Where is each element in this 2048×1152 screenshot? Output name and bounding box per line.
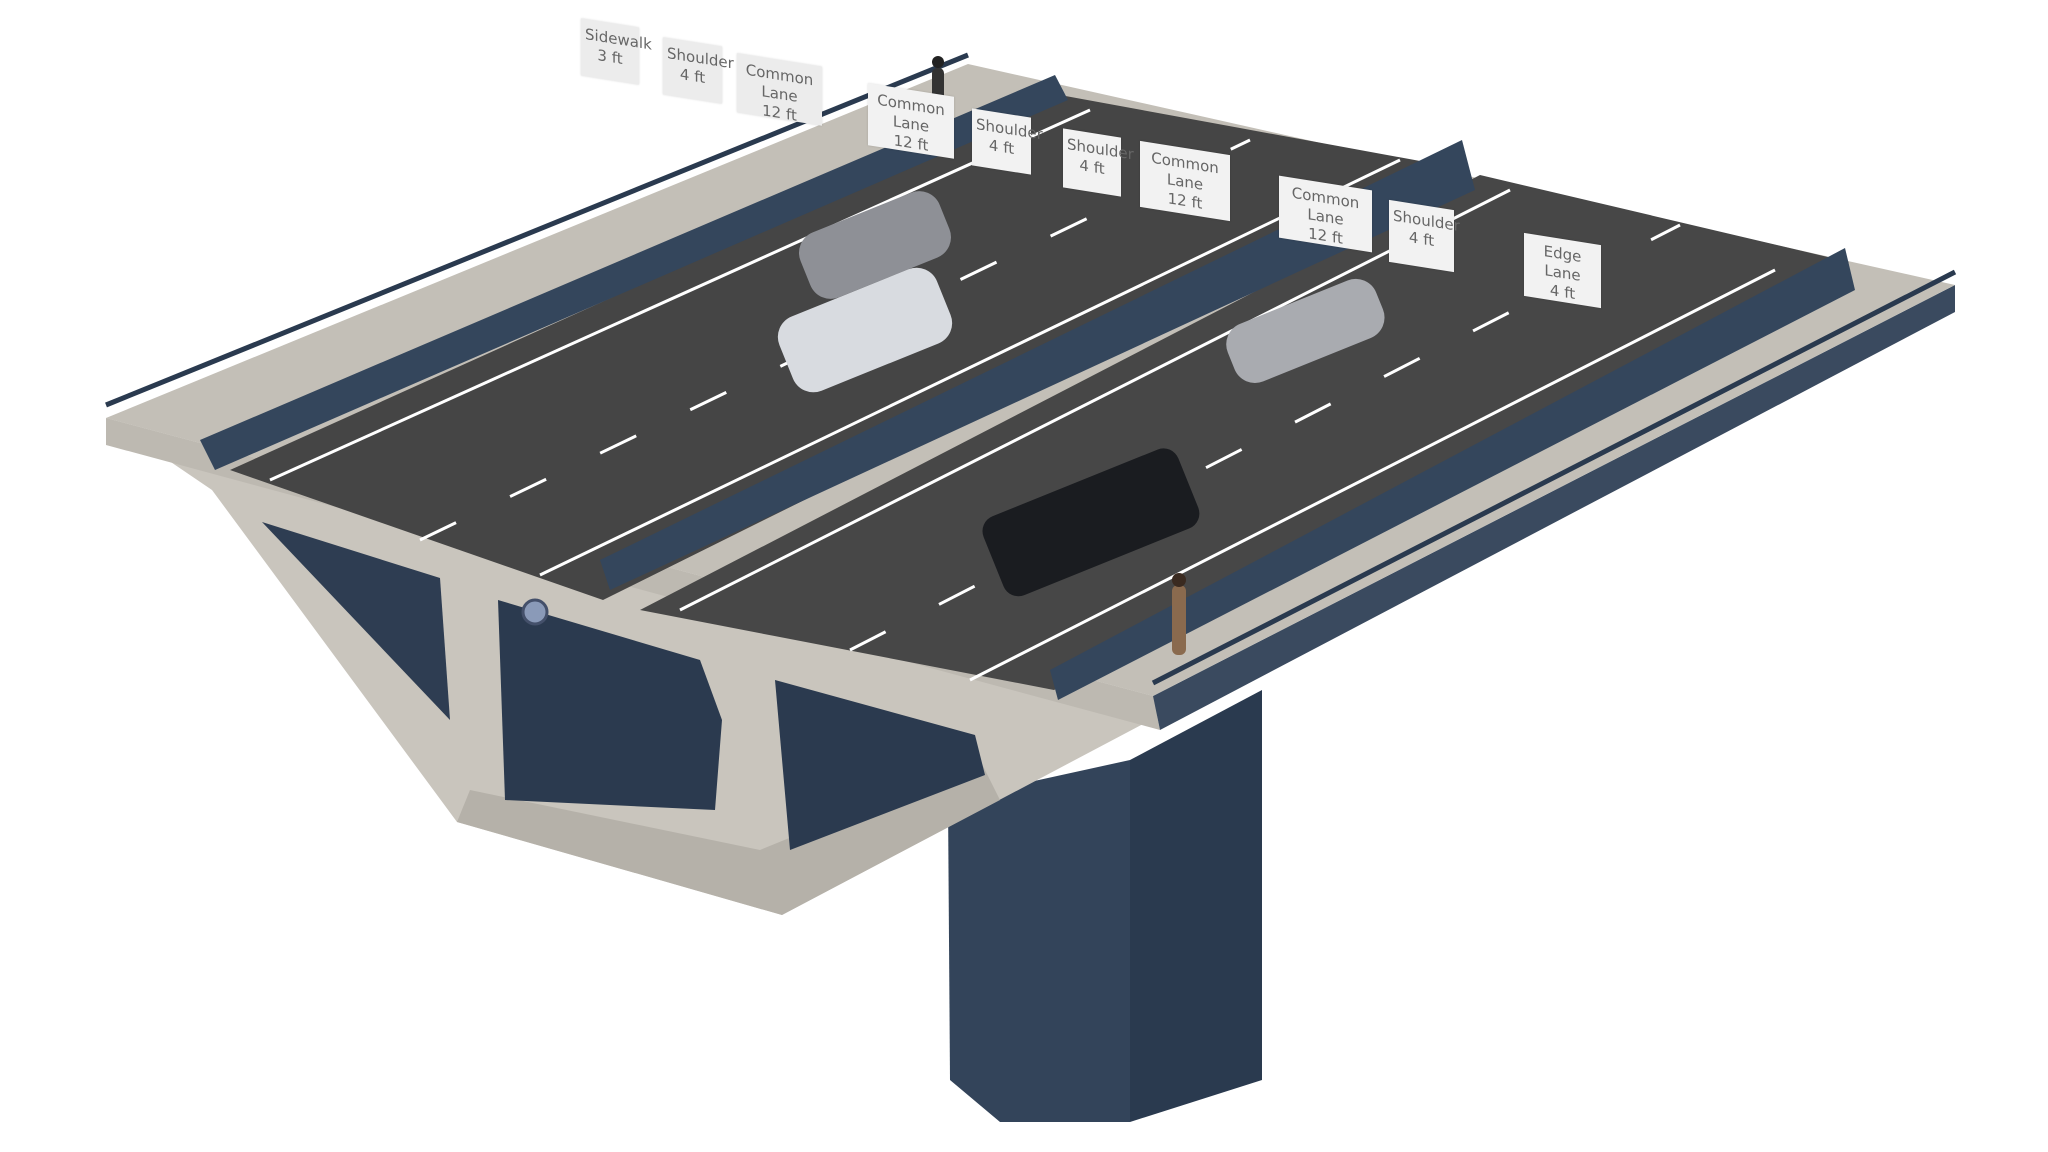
railing-right xyxy=(1151,269,1957,686)
girder-opening-center xyxy=(498,600,722,810)
barrier-left xyxy=(200,75,1068,470)
car-silver-sedan-2 xyxy=(1226,278,1385,383)
pier-side-face xyxy=(1130,690,1262,1122)
railing-left xyxy=(105,52,969,408)
roadway-right xyxy=(640,175,1849,690)
lane-edge-line xyxy=(679,188,1511,612)
pickup-truck-black xyxy=(982,448,1200,597)
pier-front-face xyxy=(948,760,1130,1122)
lane-edge-line xyxy=(969,268,1776,682)
pedestrian xyxy=(1172,573,1186,655)
suv-white xyxy=(777,267,953,393)
utility-pipe xyxy=(521,598,549,626)
lane-edge-line xyxy=(539,158,1401,577)
lane-edge-line xyxy=(269,108,1091,482)
deck-edge-right xyxy=(1153,285,1955,730)
barrier-median xyxy=(600,140,1475,590)
car-silver-sedan xyxy=(798,191,952,299)
barrier-right xyxy=(1050,248,1855,700)
girder-opening-right xyxy=(775,680,985,850)
girder-opening-left xyxy=(262,522,450,720)
